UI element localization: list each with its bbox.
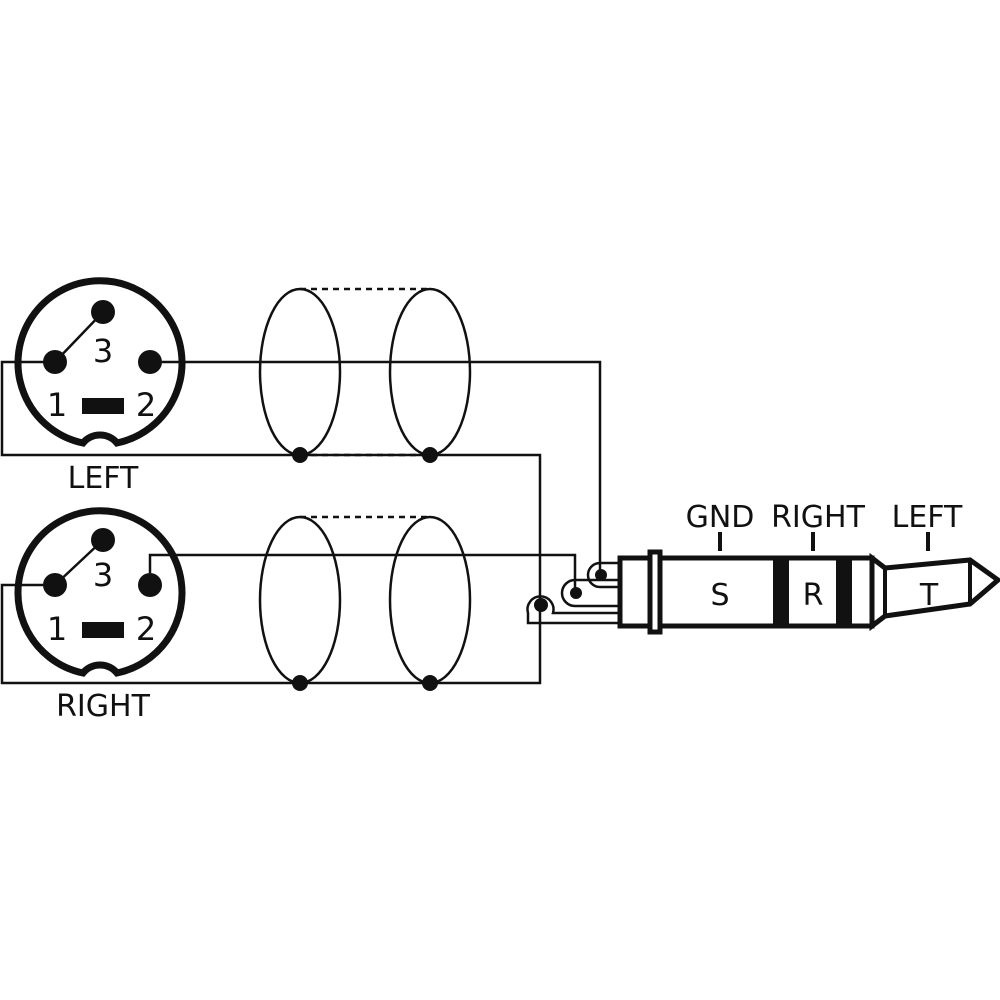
plug-label-right: RIGHT (771, 500, 865, 535)
pin-1-dot (43, 573, 67, 597)
ring-letter: R (803, 578, 824, 613)
sleeve-letter: S (710, 578, 729, 613)
tip-letter: T (919, 578, 939, 613)
pin-2-label: 2 (136, 386, 156, 424)
plug-contacts (526, 561, 620, 625)
xlr-connector-left: 3 1 2 LEFT (14, 277, 186, 496)
pin-3-label: 3 (93, 556, 113, 594)
trs-plug: GND RIGHT LEFT S R T (617, 500, 1000, 635)
pin-3-dot (91, 528, 115, 552)
pin-1-label: 1 (47, 610, 67, 648)
pin-1-label: 1 (47, 386, 67, 424)
plug-label-gnd: GND (686, 500, 755, 535)
pin-3-dot (91, 300, 115, 324)
pin-2-label: 2 (136, 610, 156, 648)
cable-shield-left (258, 287, 472, 463)
cable-shield-right (258, 515, 472, 691)
pin-1-dot (43, 350, 67, 374)
key-slot (82, 398, 124, 414)
connector-label-right: RIGHT (56, 689, 150, 724)
wires (0, 360, 602, 685)
xlr-connector-right: 3 1 2 RIGHT (14, 507, 186, 724)
connector-label-left: LEFT (68, 461, 139, 496)
pin-2-dot (138, 573, 162, 597)
pin-2-dot (138, 350, 162, 374)
key-slot (82, 622, 124, 638)
plug-label-left: LEFT (892, 500, 963, 535)
pin-3-label: 3 (93, 332, 113, 370)
